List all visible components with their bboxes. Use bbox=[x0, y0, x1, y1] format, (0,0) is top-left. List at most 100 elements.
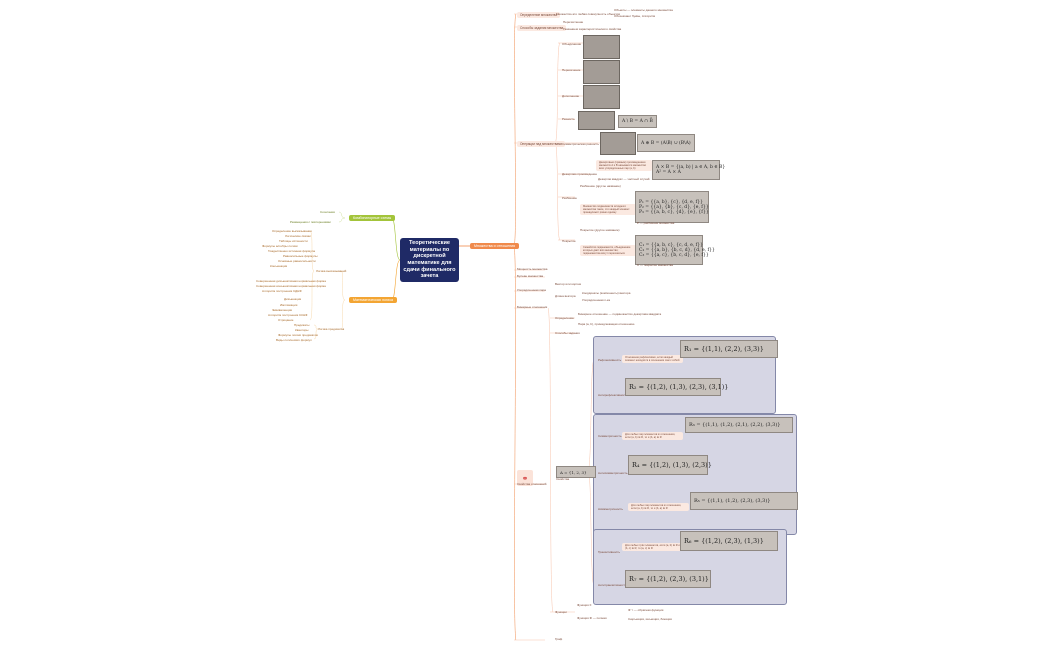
node-def-rel-sub-1[interactable]: Пара (a, b), принадлежащая отношению bbox=[578, 322, 635, 326]
node-ops[interactable]: Операции над множествами bbox=[517, 141, 566, 147]
panel2-desc-2[interactable]: Для любых пар элементов из отношения, ес… bbox=[628, 503, 689, 511]
venn-intersection-image bbox=[583, 60, 620, 84]
node-graph[interactable]: Граф bbox=[555, 637, 563, 641]
op-dekart[interactable]: Декартово произведение bbox=[562, 172, 598, 176]
func-sub-3[interactable]: Сюръекция, инъекция, биекция bbox=[628, 617, 672, 621]
amber-leaf-2[interactable]: Таблицы истинности bbox=[279, 239, 308, 243]
razb-1[interactable]: Разбиение (другое название) bbox=[580, 184, 621, 188]
branch-sets[interactable]: Множества и отношения bbox=[470, 243, 520, 249]
formula-dekart-1: A × B = {(a, b) | a ∈ A, b ∈ B} bbox=[656, 165, 726, 170]
cover-note[interactable]: C — покрытие множества bbox=[637, 263, 673, 267]
root-topic[interactable]: Теоретические материалы по дискретной ма… bbox=[400, 238, 459, 282]
node-ordered-sub2-1[interactable]: Упорядоченная n-ка bbox=[582, 298, 611, 302]
func-sub-0[interactable]: Функция F bbox=[577, 603, 592, 607]
node-ordered[interactable]: Упорядоченная пара bbox=[517, 288, 546, 292]
op-cover[interactable]: Покрытие bbox=[562, 239, 576, 243]
razb-note[interactable]: P — разбиение множества bbox=[637, 221, 675, 225]
venn-union-image bbox=[583, 35, 620, 59]
amber-leaf-0[interactable]: Определение высказывания bbox=[272, 229, 312, 233]
amber-leaf-7[interactable]: Конъюнкция bbox=[270, 264, 288, 268]
amber-leaf-12[interactable]: Импликация bbox=[280, 303, 298, 307]
green-leaf-1[interactable]: Размещения с повторениями bbox=[290, 220, 331, 224]
amber-head-2[interactable]: Логика предикатов bbox=[318, 327, 345, 331]
panel2-formula-1: R₃ = {(1,1), (1,2), (2,1), (2,2), (3,3)} bbox=[685, 417, 793, 433]
node-ways[interactable]: Способы задания множества bbox=[517, 25, 567, 31]
op-complement[interactable]: Дополнение bbox=[562, 94, 580, 98]
panel3-desc[interactable]: Для любых трёх элементов, если (a, b) ∈ … bbox=[622, 543, 684, 551]
amber-leaf2-3[interactable]: Виды логических формул bbox=[276, 338, 312, 342]
amber-leaf-4[interactable]: Тождественно истинная формула bbox=[268, 249, 315, 253]
amber-leaf-13[interactable]: Эквиваленция bbox=[272, 308, 293, 312]
panel3-formula-2: R₇ = {(1,2), (2,3), (3,1)} bbox=[625, 570, 711, 588]
panel2-item-0[interactable]: Симметричность bbox=[598, 434, 622, 438]
panel1-item-1[interactable]: Антирефлексивность bbox=[598, 393, 628, 397]
node-boolean[interactable]: Булеан множества bbox=[517, 274, 544, 278]
panel1-item-0[interactable]: Рефлексивность bbox=[598, 358, 622, 362]
panel2-item-2[interactable]: Асимметричность bbox=[598, 507, 623, 511]
amber-leaf2-2[interactable]: Формулы логики предикатов bbox=[278, 333, 318, 337]
panel3-formula-1: R₆ = {(1,2), (2,3), (1,3)} bbox=[680, 531, 778, 551]
amber-leaf-9[interactable]: Совершенная конъюнктивная нормальная фор… bbox=[256, 284, 326, 288]
panel3-item-1[interactable]: Антитранзитивность bbox=[598, 583, 627, 587]
node-def-rel[interactable]: Определение bbox=[555, 316, 574, 320]
amber-leaf-15[interactable]: Отрицание bbox=[278, 318, 294, 322]
formula-dekart: A × B = {(a, b) | a ∈ A, b ∈ B} A² = A ×… bbox=[652, 160, 726, 180]
op-union[interactable]: Объединение bbox=[562, 42, 582, 46]
node-def-sets[interactable]: Определение множества bbox=[517, 12, 561, 18]
panel3-item-0[interactable]: Транзитивность bbox=[598, 550, 621, 554]
panel2-desc[interactable]: Для любых пар элементов из отношения, ес… bbox=[622, 432, 683, 440]
amber-leaf2-0[interactable]: Предикаты bbox=[294, 323, 310, 327]
base-set-label[interactable]: Свойства bbox=[556, 477, 570, 481]
node-relations[interactable]: Бинарные отношения bbox=[517, 305, 548, 309]
node-ordered-sub2-0[interactable]: Координаты (компоненты) вектора bbox=[582, 291, 631, 295]
amber-leaf-14[interactable]: Алгоритм построения СКНФ bbox=[268, 313, 308, 317]
op-symdiff[interactable]: Симметрическая разность bbox=[562, 142, 599, 146]
formula-razb: P₁ = {{a, b}, {c}, {d, e, f}} P₂ = {{a},… bbox=[635, 191, 709, 223]
node-ordered-sub-1[interactable]: Длина вектора bbox=[555, 294, 576, 298]
green-leaf-0[interactable]: Сочетания bbox=[320, 210, 335, 214]
func-sub-1[interactable]: Функция Φ — полная bbox=[577, 616, 607, 620]
branch-combinatorics[interactable]: Комбинаторные схемы bbox=[349, 215, 396, 221]
panel1-desc[interactable]: Отношение рефлексивно, если каждый элеме… bbox=[622, 355, 683, 363]
amber-head[interactable]: Логика высказываний bbox=[316, 269, 347, 273]
op-razb[interactable]: Разбиение bbox=[562, 196, 577, 200]
node-power[interactable]: Мощность множества bbox=[517, 267, 548, 271]
dekart-sub[interactable]: Декартов квадрат — частный случай bbox=[598, 177, 650, 181]
razb-desc[interactable]: Множество подмножеств исходного множеств… bbox=[580, 204, 636, 215]
formula-difference: A \ B = A ∩ B̄ bbox=[618, 115, 657, 128]
node-properties[interactable]: Свойства отношений bbox=[517, 482, 547, 486]
amber-leaf-10[interactable]: Алгоритм построения СДНФ bbox=[262, 289, 302, 293]
op-intersection[interactable]: Пересечение bbox=[562, 68, 581, 72]
node-ways-sub-0[interactable]: Перечисление bbox=[563, 20, 584, 24]
amber-leaf-11[interactable]: Дизъюнкция bbox=[284, 297, 302, 301]
node-ordered-sub-0[interactable]: Вектор или кортеж bbox=[555, 282, 582, 286]
func-sub-2[interactable]: Φ⁻¹ — обратная функция bbox=[628, 608, 664, 612]
node-functions[interactable]: Функции bbox=[555, 610, 567, 614]
formula-symdiff: A ⊕ B = (A\B) ∪ (B\A) bbox=[637, 134, 695, 152]
dekart-desc[interactable]: Декартовым (прямым) произведением множес… bbox=[596, 160, 652, 171]
node-def-sets-sub-1[interactable]: Обозначают буквы, Алгоритм bbox=[614, 14, 656, 18]
amber-leaf-6[interactable]: Основные равносильности bbox=[278, 259, 316, 263]
connection-icon[interactable]: ⚭ bbox=[517, 470, 533, 486]
node-def-sets-desc[interactable]: Множество-это любая совокупность объекто… bbox=[556, 12, 620, 16]
amber-leaf-3[interactable]: Формулы алгебры логики bbox=[262, 244, 298, 248]
amber-leaf-1[interactable]: Логические связки bbox=[285, 234, 311, 238]
node-ways-rel[interactable]: Способы задания bbox=[555, 331, 580, 335]
node-def-sets-sub-0[interactable]: Объекты — элементы данного множества bbox=[614, 8, 673, 12]
panel1-formula-1: R₁ = {(1,1), (2,2), (3,3)} bbox=[680, 340, 778, 358]
cover-1[interactable]: Покрытие (другое название) bbox=[580, 228, 620, 232]
panel2-formula-3: R₅ = {(1,1), (1,2), (2,3), (3,3)} bbox=[690, 492, 798, 510]
formula-cover-3: C₃ = {{a, c}, {b, c, d}, {e, f}} bbox=[639, 252, 709, 258]
cover-desc[interactable]: Семейство подмножеств, объединение котор… bbox=[580, 245, 636, 256]
formula-razb-1: P₁ = {{a, b}, {c}, {d, e, f}} bbox=[639, 199, 703, 205]
op-difference[interactable]: Разность bbox=[562, 117, 575, 121]
amber-leaf-5[interactable]: Равносильные формулы bbox=[283, 254, 318, 258]
panel1-formula-2: R₂ = {(1,2), (1,3), (2,3), (3,1)} bbox=[625, 378, 728, 396]
panel2-item-1[interactable]: Антисимметричность bbox=[598, 471, 628, 475]
node-ways-sub-1[interactable]: Указанием характеристического свойства bbox=[563, 27, 622, 31]
amber-leaf2-1[interactable]: Кванторы bbox=[295, 328, 309, 332]
amber-leaf-8[interactable]: Совершенная дизъюнктивная нормальная фор… bbox=[256, 279, 326, 283]
node-def-rel-sub-0[interactable]: Бинарное отношение — подмножество декарт… bbox=[578, 312, 662, 316]
panel2-formula-2: R₄ = {(1,2), (1,3), (2,3)} bbox=[628, 455, 712, 475]
branch-logic[interactable]: Математическая логика bbox=[349, 297, 397, 303]
